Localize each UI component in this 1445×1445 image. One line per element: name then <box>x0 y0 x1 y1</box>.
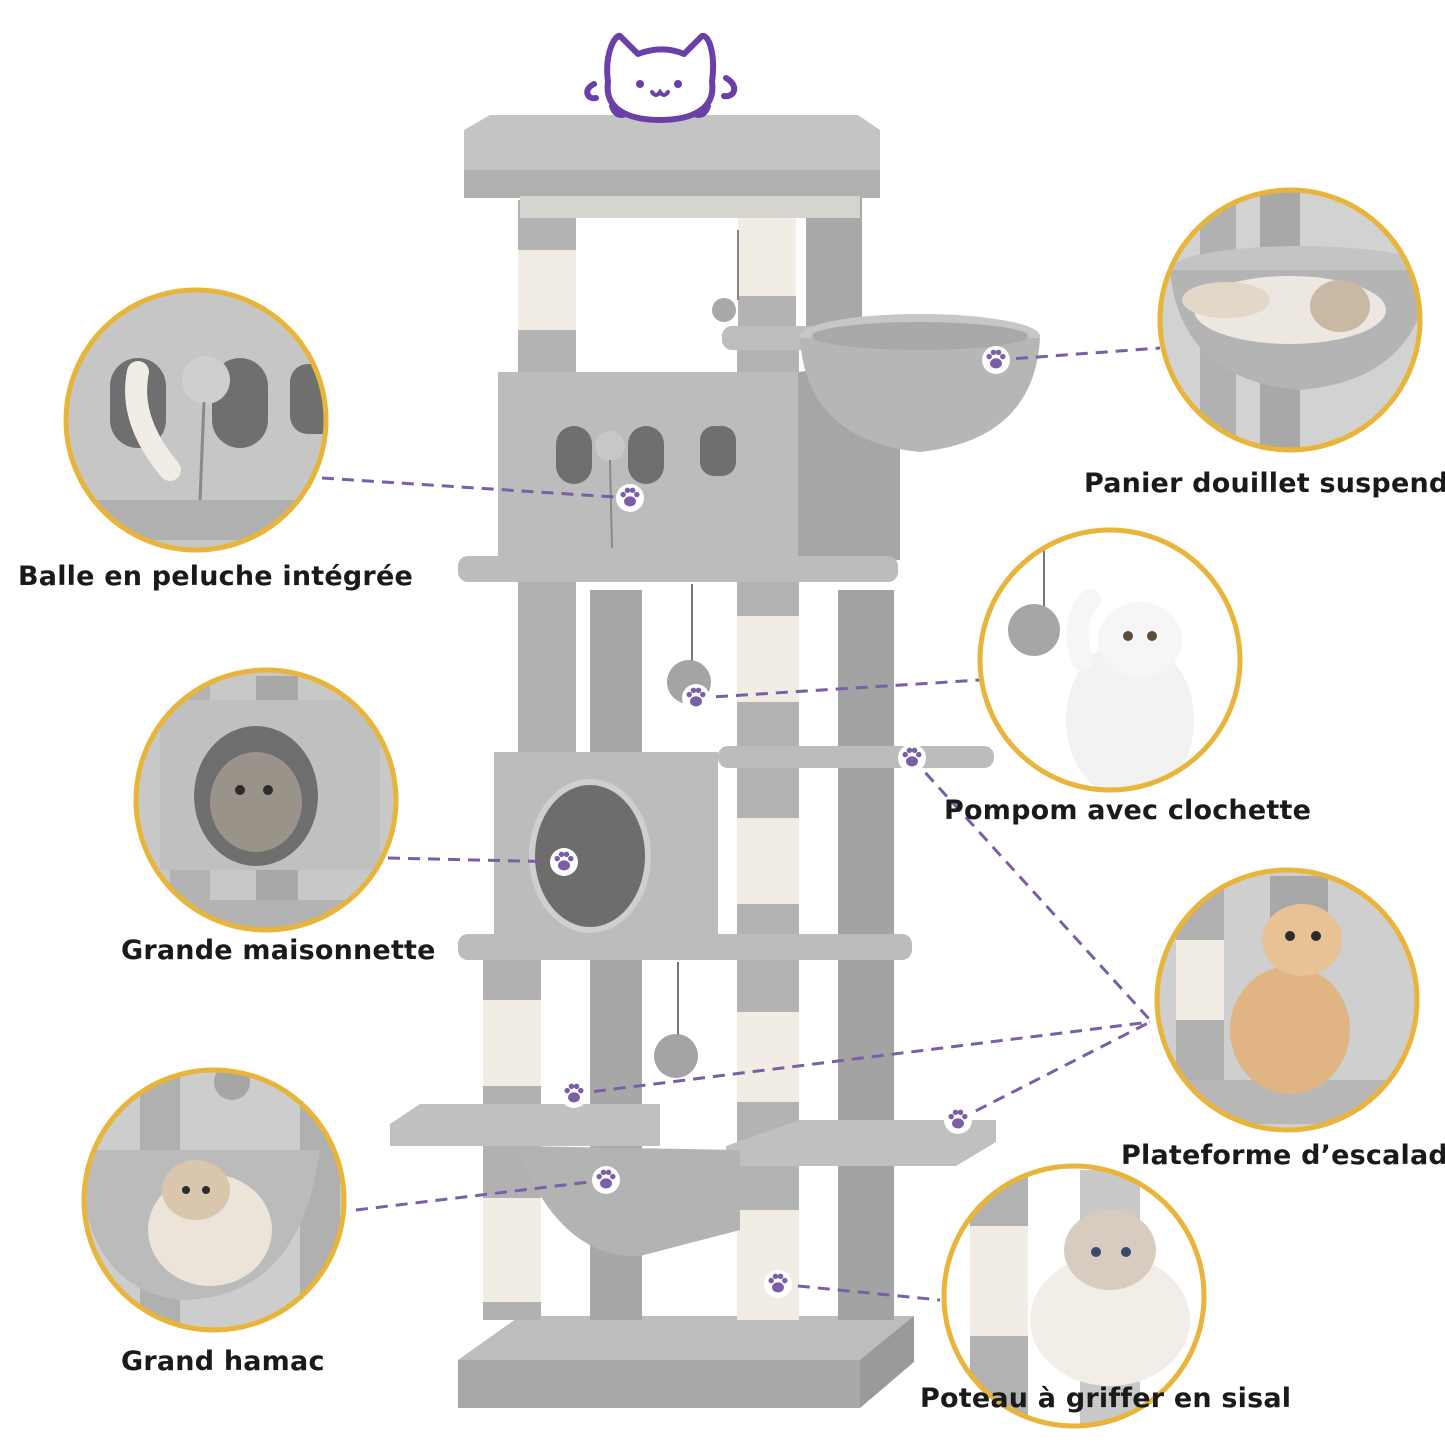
paw-icon <box>682 684 710 712</box>
paw-icon <box>982 346 1010 374</box>
cat-logo-icon <box>584 33 738 123</box>
cat-tree <box>390 115 1040 1408</box>
paw-icon <box>550 848 578 876</box>
detail-circle-hammock <box>81 1067 347 1333</box>
feature-label-basket: Panier douillet suspendu <box>1084 468 1445 499</box>
feature-label-pompom: Pompom avec clochette <box>944 795 1312 826</box>
detail-circle-pompom <box>977 527 1243 793</box>
feature-label-sisal-post: Poteau à griffer en sisal <box>920 1383 1292 1414</box>
paw-icon <box>560 1080 588 1108</box>
paw-icon <box>764 1270 792 1298</box>
detail-circle-condo <box>133 667 399 933</box>
feature-label-plush-ball: Balle en peluche intégrée <box>18 561 413 592</box>
feature-label-platform: Plateforme d’escalade <box>1121 1140 1445 1171</box>
feature-label-hammock: Grand hamac <box>121 1346 325 1377</box>
detail-circle-sisal-post <box>941 1163 1207 1429</box>
connector-lines <box>321 346 1161 1302</box>
paw-icon <box>944 1106 972 1134</box>
paw-icon <box>592 1166 620 1194</box>
feature-label-condo: Grande maisonnette <box>121 935 436 966</box>
paw-icon <box>898 744 926 772</box>
detail-circle-basket <box>1157 187 1423 453</box>
paw-icon <box>616 484 644 512</box>
detail-circle-plush-ball <box>63 287 329 553</box>
detail-circle-platform <box>1154 867 1420 1133</box>
